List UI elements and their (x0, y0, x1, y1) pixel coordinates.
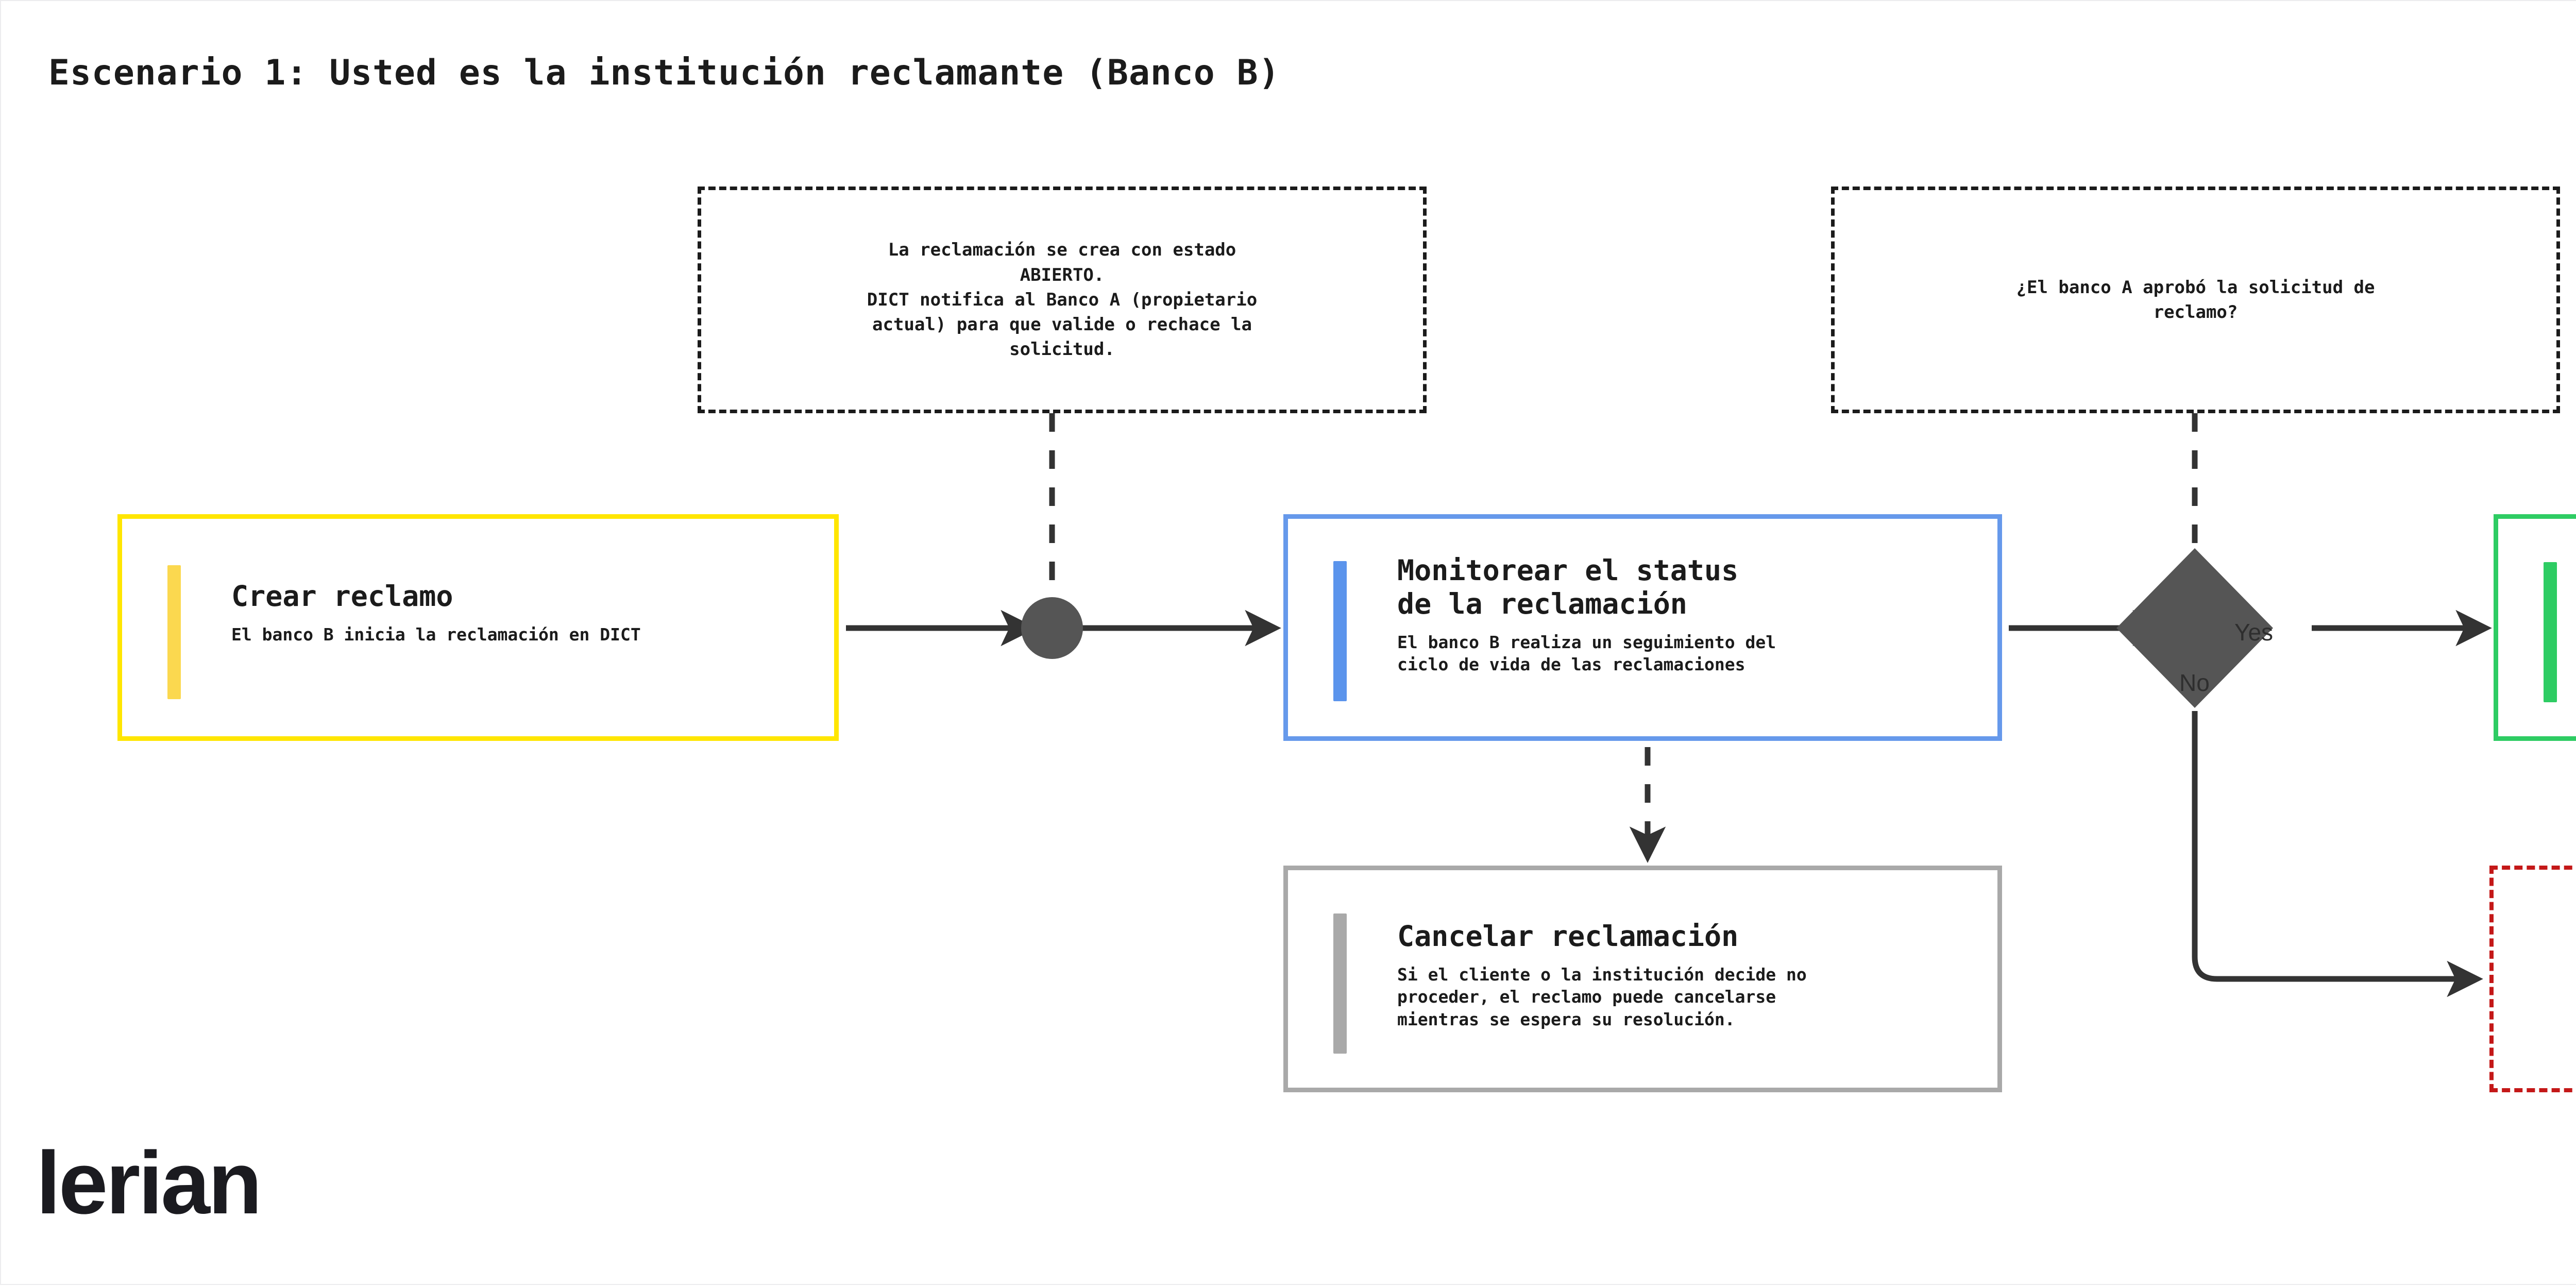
annotation-pregunta-aprobacion: ¿El banco A aprobó la solicitud de recla… (1831, 187, 2560, 413)
node-crear-reclamo-description: El banco B inicia la reclamación en DICT (231, 624, 641, 645)
edge-decision-to-fallo (2192, 711, 2483, 997)
node-monitorear-status-body: Monitorear el status de la reclamación E… (1397, 554, 1979, 676)
node-monitorear-status-description: El banco B realiza un seguimiento del ci… (1397, 632, 1776, 675)
edge-label-no: No (2179, 669, 2210, 696)
node-monitorear-status[interactable]: Monitorear el status de la reclamación E… (1283, 514, 2002, 741)
node-cancelar-reclamacion[interactable]: Cancelar reclamación Si el cliente o la … (1283, 866, 2002, 1092)
accent-bar-blue (1333, 561, 1347, 701)
node-junction[interactable] (1021, 597, 1083, 659)
node-crear-reclamo-title: Crear reclamo (231, 580, 453, 613)
node-reclamacion-completa[interactable]: Reclamación completa DICT finaliza el pr… (2494, 514, 2576, 741)
accent-bar-yellow (167, 565, 181, 699)
node-crear-reclamo-body: Crear reclamo El banco B inicia la recla… (231, 580, 824, 646)
node-cancelar-reclamacion-description: Si el cliente o la institución decide no… (1397, 964, 1807, 1029)
node-cancelar-reclamacion-title: Cancelar reclamación (1397, 920, 1739, 953)
page-title: Escenario 1: Usted es la institución rec… (48, 53, 1280, 93)
accent-bar-gray (1333, 913, 1347, 1054)
lerian-logo: lerian (36, 1133, 262, 1232)
node-cancelar-reclamacion-body: Cancelar reclamación Si el cliente o la … (1397, 920, 1985, 1031)
accent-bar-green (2544, 562, 2557, 702)
node-reclamo-fallido[interactable]: No fue posible completar el reclamo (2489, 866, 2576, 1092)
annotation-estado-abierto: La reclamación se crea con estado ABIERT… (698, 187, 1427, 413)
node-crear-reclamo[interactable]: Crear reclamo El banco B inicia la recla… (117, 514, 839, 741)
edge-label-yes: Yes (2234, 619, 2274, 646)
node-monitorear-status-title: Monitorear el status de la reclamación (1397, 554, 1739, 620)
